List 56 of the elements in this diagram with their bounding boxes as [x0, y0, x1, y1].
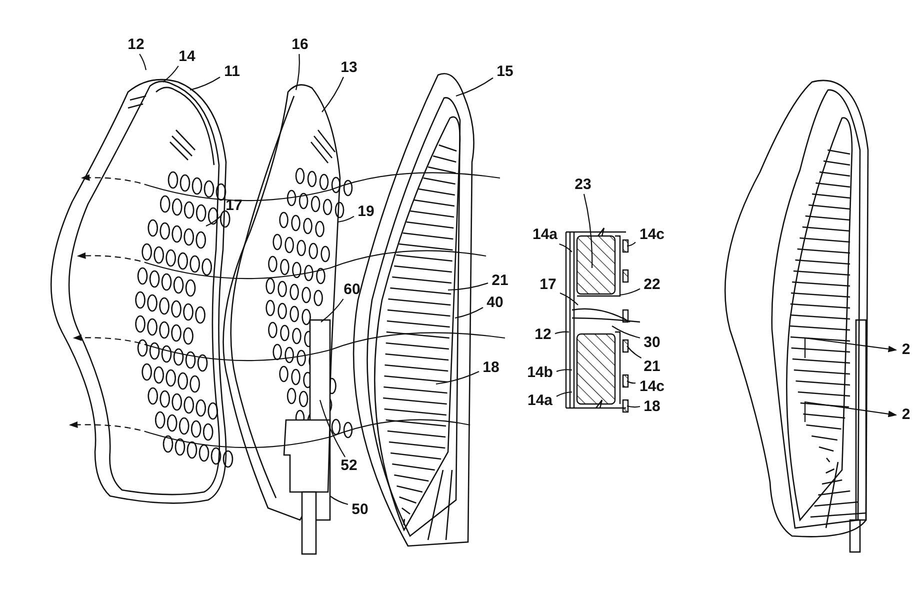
callout-number: 12: [534, 327, 552, 343]
callout-number: 11: [224, 64, 240, 80]
leader-line: [626, 405, 640, 408]
leader-line: [206, 214, 222, 226]
leader-line: [139, 54, 147, 70]
leader-line: [556, 391, 572, 397]
leader-line: [448, 282, 488, 291]
leader-line: [456, 77, 494, 97]
callout-number: 14c: [639, 379, 665, 395]
callout-number: 40: [486, 295, 504, 311]
callout-number: 21: [644, 359, 660, 375]
callout-number: 15: [496, 64, 514, 80]
section-label: 2: [902, 342, 910, 358]
leader-line: [559, 243, 572, 252]
callout-number: 60: [344, 282, 360, 298]
leader-line: [330, 496, 348, 505]
callout-number: 13: [340, 60, 358, 76]
leader-line: [190, 76, 220, 91]
callout-number: 14a: [527, 393, 553, 409]
leader-line: [560, 292, 578, 306]
leader-line: [295, 54, 300, 90]
callout-number: 52: [340, 458, 358, 474]
leader-line: [626, 242, 636, 247]
callout-number: 18: [644, 399, 660, 415]
callout-number: 21: [492, 273, 508, 289]
callout-number: 14b: [527, 365, 553, 381]
leader-line: [436, 370, 480, 385]
callout-number: 14c: [639, 227, 665, 243]
leader-line: [583, 194, 593, 268]
callout-number: 23: [574, 177, 592, 193]
callout-number: 12: [128, 37, 144, 53]
callout-number: 14a: [532, 227, 558, 243]
leader-line: [319, 400, 346, 458]
callout-number: 18: [482, 360, 500, 376]
callout-number: 14: [178, 49, 196, 65]
callout-number: 17: [540, 277, 556, 293]
leader-line: [338, 216, 354, 223]
callout-number: 30: [644, 335, 660, 351]
assembled-seat-drawing: [724, 80, 869, 553]
leader-line: [454, 307, 484, 319]
leader-line: [320, 298, 344, 322]
leader-line: [556, 369, 572, 372]
leader-line: [612, 326, 640, 338]
cross-section-drawing: [565, 227, 640, 413]
callout-number: 50: [352, 502, 368, 518]
callout-number: 22: [644, 277, 660, 293]
leader-line: [626, 346, 642, 358]
callout-number: 16: [292, 37, 308, 53]
bracket-drawing: [283, 319, 331, 555]
leader-line: [322, 76, 344, 112]
leader-line: [620, 288, 640, 296]
leader-line: [626, 380, 636, 384]
leader-line: [554, 331, 570, 334]
leader-line: [162, 66, 179, 82]
section-label: 2: [902, 407, 910, 423]
callout-number: 19: [358, 204, 374, 220]
